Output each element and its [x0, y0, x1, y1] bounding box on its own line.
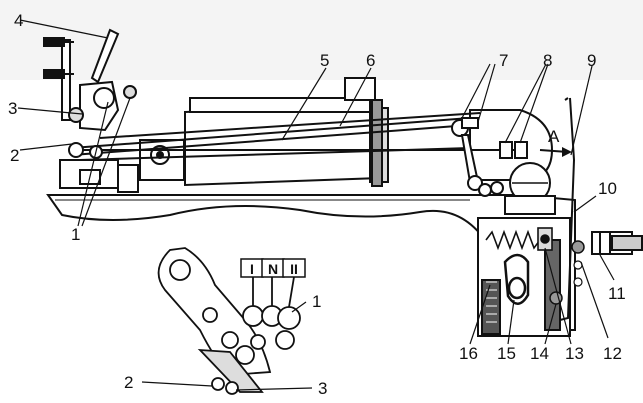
cylinder-body — [184, 77, 389, 187]
callout-4: 4 — [14, 11, 23, 30]
pivot-hole-2 — [573, 277, 583, 287]
callout-12: 12 — [603, 344, 622, 363]
inset-callout-1: 1 — [312, 292, 321, 311]
callout-5: 5 — [320, 51, 329, 70]
callout-7: 7 — [499, 51, 508, 70]
inset-callout-2: 2 — [124, 373, 133, 392]
leader-lines — [17, 19, 615, 391]
inset-detail — [157, 247, 272, 395]
gear-label-2: II — [290, 261, 298, 277]
gear-label-1: I — [250, 261, 254, 277]
middle-linkage — [451, 117, 528, 197]
callout-11: 11 — [608, 284, 626, 303]
callout-8: 8 — [543, 51, 552, 70]
callout-1: 1 — [71, 225, 80, 244]
direction-arrow — [539, 147, 572, 157]
callout-10: 10 — [598, 179, 617, 198]
callout-14: 14 — [530, 344, 549, 363]
selector-fork — [503, 253, 530, 305]
spring-bolt — [485, 227, 553, 251]
pivot-pin — [571, 240, 585, 254]
gear-box-2 — [282, 258, 306, 278]
callout-9: 9 — [587, 51, 596, 70]
callout-13: 13 — [565, 344, 584, 363]
inset-callout-3: 3 — [318, 379, 327, 398]
callout-15: 15 — [497, 344, 516, 363]
arrow-label-a: A — [548, 127, 560, 146]
callout-2: 2 — [10, 146, 19, 165]
callout-6: 6 — [366, 51, 375, 70]
gear-position-boxes — [240, 258, 306, 278]
callout-3: 3 — [8, 99, 17, 118]
output-shaft — [591, 231, 643, 255]
gear-position-knobs — [242, 276, 301, 350]
callout-16: 16 — [459, 344, 478, 363]
gear-label-n: N — [268, 261, 278, 277]
shift-rods — [71, 112, 520, 161]
